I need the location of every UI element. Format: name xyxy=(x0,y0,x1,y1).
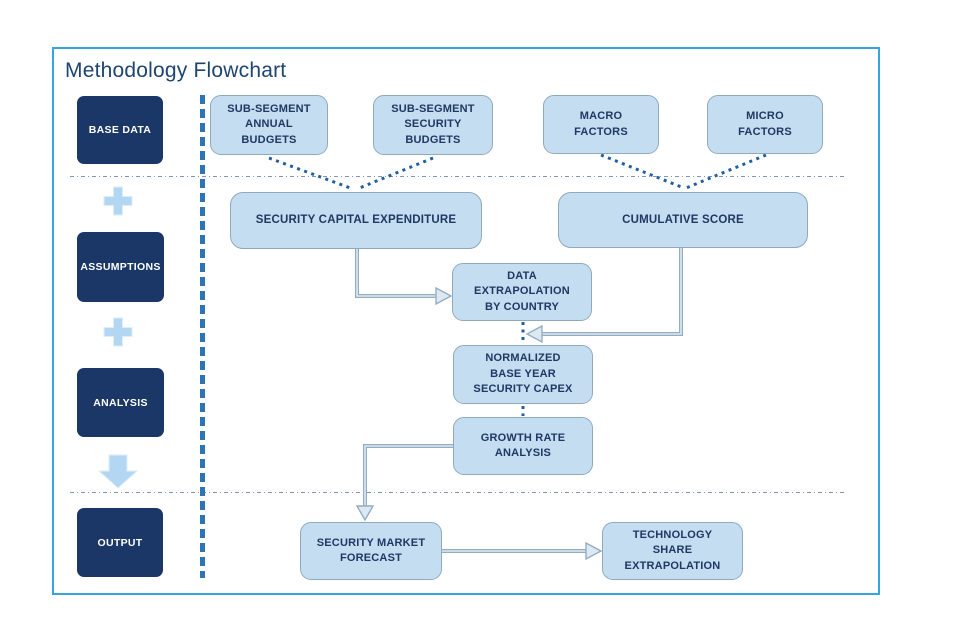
node-macro-factors: MACRO FACTORS xyxy=(543,95,659,154)
horizontal-rule-bottom xyxy=(70,492,847,493)
node-security-market-forecast: SECURITY MARKET FORECAST xyxy=(300,522,442,580)
page-title: Methodology Flowchart xyxy=(65,59,287,82)
node-data-extrapolation-by-country: DATA EXTRAPOLATION BY COUNTRY xyxy=(452,263,592,321)
horizontal-rule-top xyxy=(70,176,847,177)
stage-box-base-data: BASE DATA xyxy=(77,96,163,164)
node-security-capital-expenditure: SECURITY CAPITAL EXPENDITURE xyxy=(230,192,482,249)
stage-box-assumptions: ASSUMPTIONS xyxy=(77,232,164,302)
node-technology-share-extrapolation: TECHNOLOGY SHARE EXTRAPOLATION xyxy=(602,522,743,580)
node-normalized-base-year-security-capex: NORMALIZED BASE YEAR SECURITY CAPEX xyxy=(453,345,593,404)
node-growth-rate-analysis: GROWTH RATE ANALYSIS xyxy=(453,417,593,475)
stage-box-output: OUTPUT xyxy=(77,508,163,577)
node-cumulative-score: CUMULATIVE SCORE xyxy=(558,192,808,248)
node-sub-segment-security-budgets: SUB-SEGMENT SECURITY BUDGETS xyxy=(373,95,493,155)
vertical-dashed-divider xyxy=(200,95,205,578)
stage-box-analysis: ANALYSIS xyxy=(77,368,164,437)
node-micro-factors: MICRO FACTORS xyxy=(707,95,823,154)
node-sub-segment-annual-budgets: SUB-SEGMENT ANNUAL BUDGETS xyxy=(210,95,328,155)
